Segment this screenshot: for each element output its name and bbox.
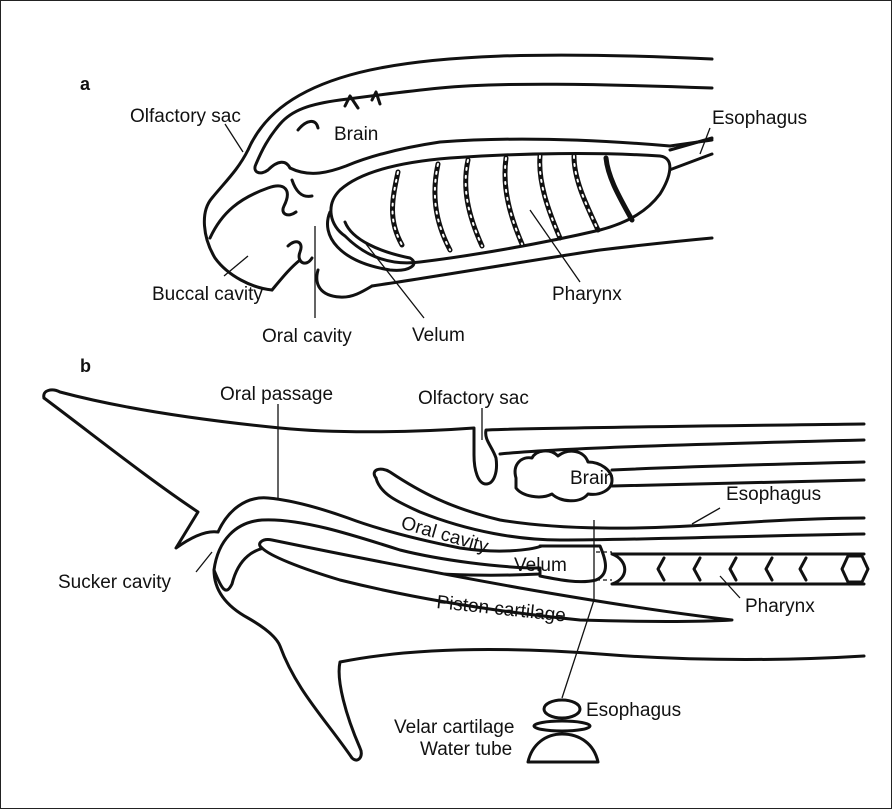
a-label-pharynx: Pharynx [552, 284, 622, 305]
b-inset-esophagus [544, 700, 580, 718]
b-label-pharynx: Pharynx [745, 596, 815, 617]
b-inset-velar-cartilage [534, 721, 590, 731]
a-leader-buccal [224, 256, 248, 276]
a-oral-region [288, 180, 312, 263]
b-label-oral-passage: Oral passage [220, 384, 333, 405]
panel-b-tag: b [80, 356, 91, 376]
a-label-buccal-cavity: Buccal cavity [152, 284, 263, 305]
b-label-velar-cartilage: Velar cartilage [394, 717, 514, 738]
a-mouth-outline [272, 260, 372, 297]
a-label-oral-cavity: Oral cavity [262, 326, 352, 347]
b-label-oral-cavity: Oral cavity [399, 513, 492, 558]
b-label-olfactory-sac: Olfactory sac [418, 388, 529, 409]
b-label-brain: Brain [570, 468, 614, 489]
b-label-inset-esophagus: Esophagus [586, 700, 681, 721]
a-label-velum: Velum [412, 325, 465, 346]
b-leader-esophagus [692, 508, 720, 524]
b-leader-sucker [196, 552, 212, 572]
a-label-olfactory-sac: Olfactory sac [130, 106, 241, 127]
b-label-velum: Velum [514, 555, 567, 576]
panel-a-tag: a [80, 74, 91, 94]
b-hood-lower [44, 398, 218, 548]
b-label-water-tube: Water tube [420, 739, 512, 760]
b-inset-water-tube [528, 734, 598, 762]
panel-a-drawing [204, 55, 712, 297]
a-snout-inner [210, 186, 296, 238]
b-label-esophagus: Esophagus [726, 484, 821, 505]
a-leader-olfactory [225, 124, 243, 152]
b-pharynx-pores [658, 558, 806, 580]
b-pharynx-cap [842, 556, 868, 582]
b-pharynx-tube [612, 554, 864, 584]
a-label-brain: Brain [334, 124, 378, 145]
a-label-esophagus: Esophagus [712, 108, 807, 129]
b-label-sucker-cavity: Sucker cavity [58, 572, 171, 593]
